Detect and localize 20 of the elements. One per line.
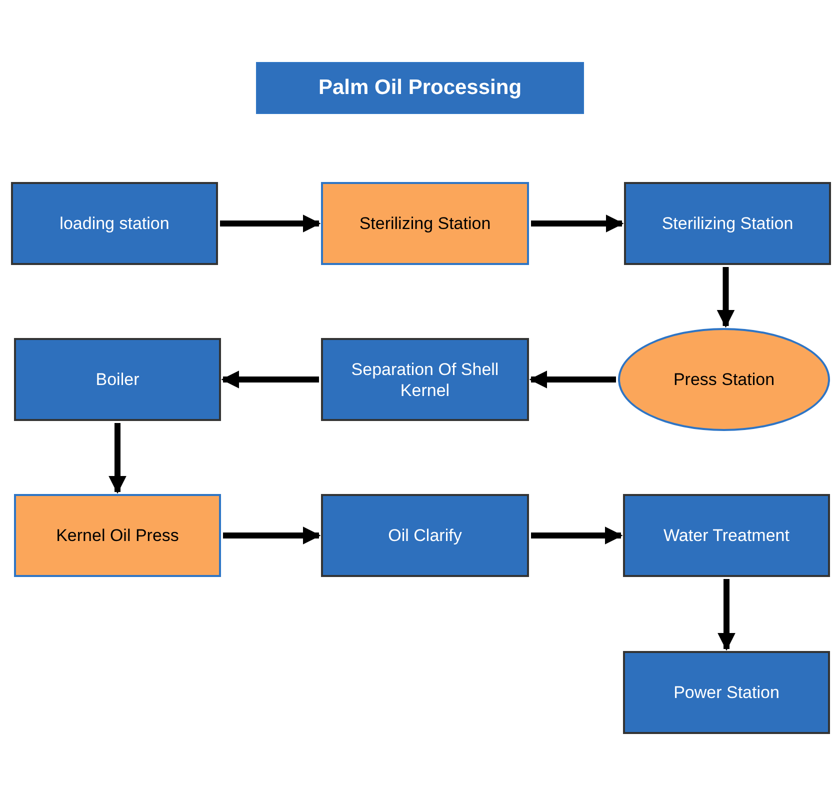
arrow <box>223 526 321 544</box>
process-box: Power Station <box>623 651 830 734</box>
process-box: Oil Clarify <box>321 494 529 577</box>
arrow <box>108 423 126 494</box>
arrow <box>529 370 616 388</box>
process-box: Separation Of Shell Kernel <box>321 338 529 421</box>
process-box: Sterilizing Station <box>321 182 529 265</box>
process-ellipse: Press Station <box>618 328 830 431</box>
arrow <box>531 526 623 544</box>
arrow <box>531 214 624 232</box>
process-box: Sterilizing Station <box>624 182 831 265</box>
title-banner: Palm Oil Processing <box>256 62 584 114</box>
process-box: Boiler <box>14 338 221 421</box>
arrow <box>716 267 735 328</box>
process-box: Water Treatment <box>623 494 830 577</box>
process-box: Kernel Oil Press <box>14 494 221 577</box>
arrow <box>221 370 319 388</box>
arrow <box>718 579 736 651</box>
process-box: loading station <box>11 182 218 265</box>
arrow <box>220 214 321 232</box>
